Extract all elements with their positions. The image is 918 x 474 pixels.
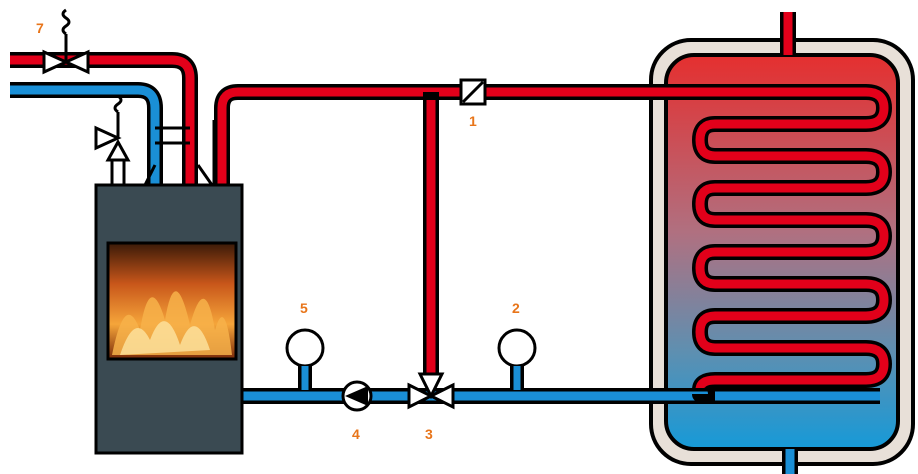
label-7: 7 <box>36 20 44 36</box>
safety-valve <box>94 94 131 187</box>
label-1: 1 <box>469 113 477 129</box>
thermometer-5 <box>285 328 325 390</box>
label-5: 5 <box>300 300 308 316</box>
label-3: 3 <box>425 426 433 442</box>
pipe-supports <box>143 120 216 186</box>
pump-4 <box>341 380 373 412</box>
mixing-valve-3 <box>407 372 455 410</box>
cold-water-inlet-pipe <box>10 82 163 185</box>
spring-icon <box>113 94 123 114</box>
spring-icon <box>61 8 71 36</box>
check-valve-1 <box>459 78 487 106</box>
label-4: 4 <box>352 426 360 442</box>
thermometer-2 <box>497 328 537 390</box>
hot-supply-pipe <box>214 84 892 398</box>
wood-stove <box>94 183 244 455</box>
coil-return <box>692 387 880 404</box>
valve-7 <box>42 8 90 75</box>
label-2: 2 <box>512 300 520 316</box>
hot-water-inlet-pipe <box>10 52 198 185</box>
